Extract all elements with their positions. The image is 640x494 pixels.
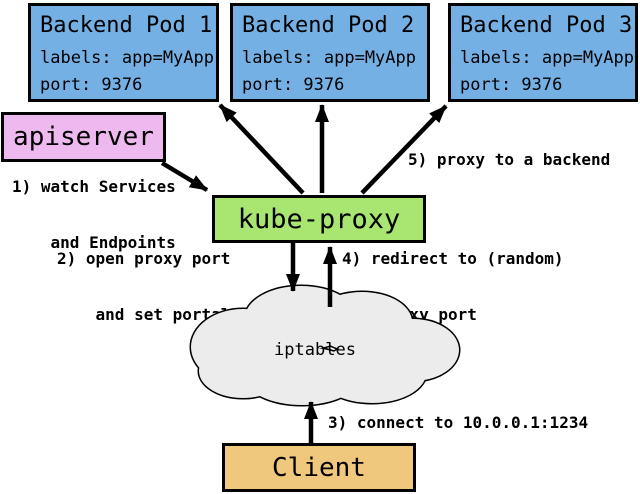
step-4-redirect: 4) redirect to (random) proxy port — [342, 245, 564, 329]
backend-pod-2-title: Backend Pod 2 — [242, 13, 415, 38]
step-2-open-proxy-port: 2) open proxy port and set portal rules — [57, 245, 288, 329]
backend-pod-1-box: Backend Pod 1 labels: app=MyApp port: 93… — [28, 3, 219, 102]
apiserver-box: apiserver — [1, 112, 166, 162]
step-4-line-1: 4) redirect to (random) — [342, 249, 564, 268]
apiserver-label: apiserver — [13, 122, 154, 152]
step-5-line-1: 5) proxy to a backend — [408, 150, 611, 169]
backend-pod-3-box: Backend Pod 3 labels: app=MyApp port: 93… — [448, 3, 638, 102]
step-1-watch-services: 1) watch Services and Endpoints — [12, 173, 176, 257]
step-5-proxy-backend: 5) proxy to a backend — [408, 146, 610, 174]
step-3-connect: 3) connect to 10.0.0.1:1234 — [328, 409, 588, 437]
backend-pod-2-box: Backend Pod 2 labels: app=MyApp port: 93… — [230, 3, 430, 102]
backend-pod-1-port: port: 9376 — [40, 75, 143, 95]
backend-pod-1-labels: labels: app=MyApp — [40, 48, 214, 68]
backend-pod-2-labels: labels: app=MyApp — [242, 48, 416, 68]
step-3-line-1: 3) connect to 10.0.0.1:1234 — [328, 413, 589, 432]
step-1-line-1: 1) watch Services — [12, 177, 176, 196]
arrow-kube-proxy-to-pod-1 — [218, 103, 305, 195]
backend-pod-3-labels: labels: app=MyApp — [460, 48, 634, 68]
client-box: Client — [222, 443, 416, 492]
iptables-label: iptables — [274, 340, 356, 360]
backend-pod-3-title: Backend Pod 3 — [460, 13, 633, 38]
kube-proxy-box: kube-proxy — [212, 195, 426, 243]
client-label: Client — [272, 452, 366, 483]
step-4-line-2: proxy port — [380, 305, 477, 324]
kube-proxy-label: kube-proxy — [237, 203, 401, 235]
step-2-line-2: and set portal rules — [95, 305, 289, 324]
backend-pod-1-title: Backend Pod 1 — [40, 13, 213, 38]
backend-pod-2-port: port: 9376 — [242, 75, 345, 95]
backend-pod-3-port: port: 9376 — [460, 75, 563, 95]
step-1-line-2: and Endpoints — [50, 233, 176, 252]
step-2-line-1: 2) open proxy port — [57, 249, 231, 268]
